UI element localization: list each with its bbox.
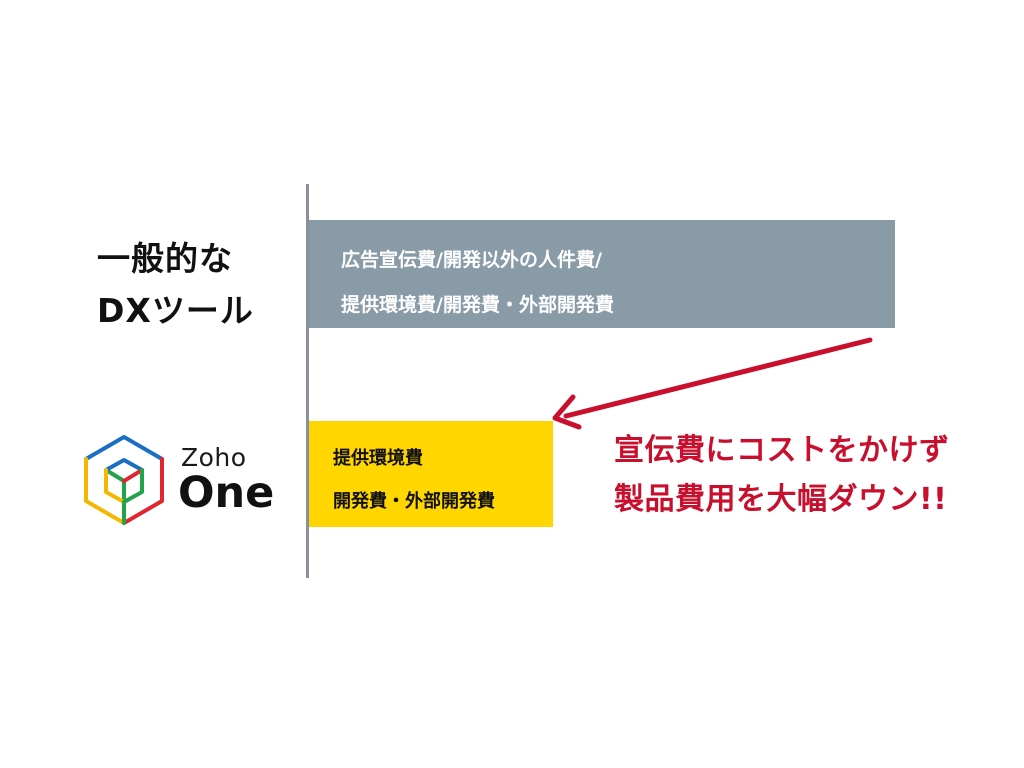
general-cost-line1: 広告宣伝費/開発以外の人件費/ [341,249,602,271]
general-cost-bar: 広告宣伝費/開発以外の人件費/ 提供環境費/開発費・外部開発費 [309,220,895,328]
general-cost-line2: 提供環境費/開発費・外部開発費 [341,294,614,316]
zoho-cost-line2: 開発費・外部開発費 [333,491,495,512]
zoho-cost-line1: 提供環境費 [333,448,423,469]
callout-line1: 宣伝費にコストをかけず [614,433,950,468]
zoho-brand-text: Zoho [181,443,247,472]
general-dx-tool-label: 一般的な DXツール [97,233,254,337]
zoho-one-cube-icon [84,435,164,525]
general-label-line1: 一般的な [97,239,233,278]
one-brand-text: One [178,468,275,518]
vertical-divider [306,184,309,578]
callout-line2: 製品費用を大幅ダウン!! [614,482,948,517]
general-label-line2: DXツール [97,291,254,330]
cost-reduction-callout: 宣伝費にコストをかけず 製品費用を大幅ダウン!! [614,426,950,524]
zoho-cost-bar: 提供環境費 開発費・外部開発費 [309,421,553,527]
